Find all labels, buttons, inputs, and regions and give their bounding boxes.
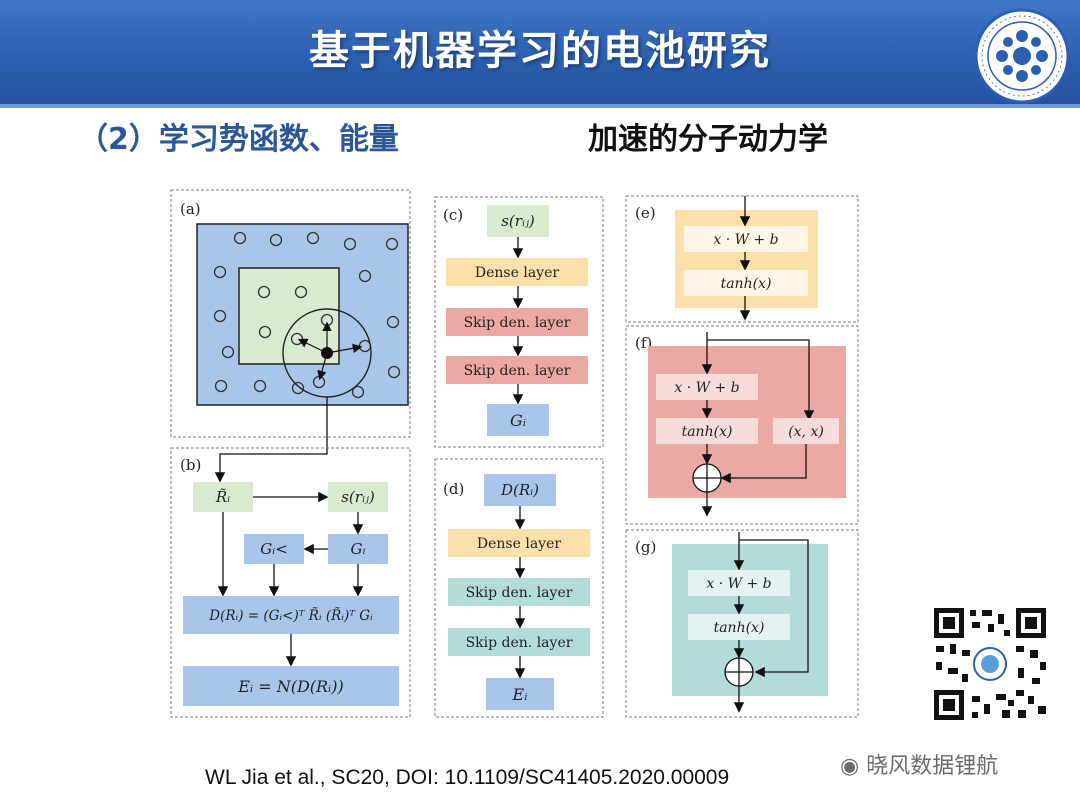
c-output-node: Gᵢ xyxy=(510,411,526,430)
panel-c-label: (c) xyxy=(443,206,463,224)
panel-b-label: (b) xyxy=(180,456,201,474)
e-formula-node: Eᵢ = N(D(Rᵢ)) xyxy=(237,677,344,696)
banner-divider xyxy=(0,104,1080,108)
subtitle-left: （2）学习势函数、能量 xyxy=(78,122,399,157)
panel-c: (c) s(rᵢⱼ) Dense layer Skip den. layer S… xyxy=(434,196,604,448)
d-formula-node: D(Rᵢ) = (Gᵢ<)ᵀ R̃ᵢ (R̃ᵢ)ᵀ Gᵢ xyxy=(208,608,373,624)
d-output-node: Eᵢ xyxy=(512,685,528,704)
panel-e-label: (e) xyxy=(635,204,656,222)
panel-f-label: (f) xyxy=(635,334,652,352)
c-input-node: s(rᵢⱼ) xyxy=(501,212,535,230)
wechat-icon: ◉ xyxy=(840,754,860,779)
panel-g-label: (g) xyxy=(635,538,656,556)
c-skip-layer-2: Skip den. layer xyxy=(464,363,571,379)
panel-g: (g) x · W + b tanh(x) xyxy=(625,529,859,718)
panel-f: (f) x · W + b tanh(x) (x, x) xyxy=(625,325,859,525)
slide-title: 基于机器学习的电池研究 xyxy=(309,28,771,74)
s-rij-node-b: s(rᵢⱼ) xyxy=(341,488,375,506)
d-skip-layer-2: Skip den. layer xyxy=(466,635,573,651)
r-tilde-node: R̃ᵢ xyxy=(215,488,230,506)
g-less-node: Gᵢ< xyxy=(260,540,288,558)
citation: WL Jia et al., SC20, DOI: 10.1109/SC4140… xyxy=(205,766,730,789)
f-tanh-node: tanh(x) xyxy=(682,424,733,440)
f-add-operator xyxy=(692,463,722,493)
d-dense-layer: Dense layer xyxy=(477,536,561,552)
e-linear-node: x · W + b xyxy=(713,232,778,248)
d-skip-layer-1: Skip den. layer xyxy=(466,585,573,601)
cas-emblem-icon xyxy=(974,8,1070,104)
d-input-node: D(Rᵢ) xyxy=(500,481,539,499)
c-skip-layer-1: Skip den. layer xyxy=(464,315,571,331)
g-linear-node: x · W + b xyxy=(706,576,771,592)
panel-b: (b) R̃ᵢ s(rᵢⱼ) Gᵢ< Gᵢ D(Rᵢ) = (Gᵢ<)ᵀ R̃ᵢ… xyxy=(170,447,411,718)
g-i-node-b: Gᵢ xyxy=(351,540,366,558)
f-concat-node: (x, x) xyxy=(788,424,824,440)
qr-code-icon xyxy=(932,606,1048,722)
panel-a: (a) xyxy=(170,189,411,483)
panel-d-label: (d) xyxy=(443,480,464,498)
subtitle-right: 加速的分子动力学 xyxy=(588,122,828,157)
watermark-text: 晓风数据锂航 xyxy=(866,754,999,779)
panel-a-label: (a) xyxy=(180,200,201,218)
e-tanh-node: tanh(x) xyxy=(721,276,772,292)
title-banner xyxy=(0,0,1080,104)
g-add-operator xyxy=(724,657,754,687)
panel-e: (e) x · W + b tanh(x) xyxy=(625,195,859,323)
f-linear-node: x · W + b xyxy=(674,380,739,396)
panel-d: (d) D(Rᵢ) Dense layer Skip den. layer Sk… xyxy=(434,458,604,718)
c-dense-layer: Dense layer xyxy=(475,265,559,281)
g-tanh-node: tanh(x) xyxy=(714,620,765,636)
watermark: ◉ 晓风数据锂航 xyxy=(840,748,998,780)
